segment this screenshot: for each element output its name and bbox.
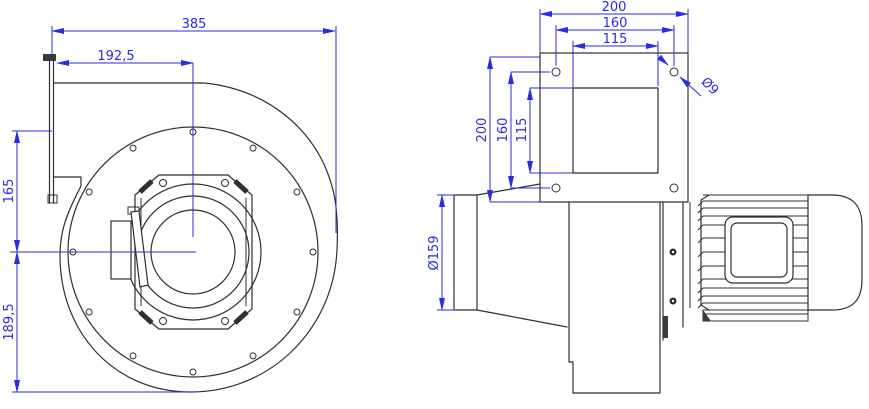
front-view-dimensions: 385 192,5 165 189,5 bbox=[2, 17, 337, 393]
scroll-housing-outline bbox=[53, 82, 338, 393]
side-view-dimensions: 200 160 115 200 160 115 Ø bbox=[427, 0, 722, 311]
outlet-opening bbox=[572, 87, 659, 174]
dim-outlet-height: 115 bbox=[515, 118, 530, 143]
dim-inlet-diameter: Ø159 bbox=[427, 235, 442, 270]
inlet-clamp-bracket bbox=[110, 220, 132, 280]
outlet-flange-foot bbox=[47, 194, 58, 204]
dim-flange-to-center: 192,5 bbox=[97, 49, 134, 64]
housing-side-outline bbox=[568, 201, 661, 394]
dim-outlet-width: 115 bbox=[603, 32, 628, 47]
inlet-flange-bolt-holes bbox=[159, 179, 229, 325]
inlet-cone-top bbox=[476, 183, 541, 196]
front-view: 385 192,5 165 189,5 bbox=[2, 17, 338, 393]
outlet-flange-plate bbox=[539, 52, 689, 203]
dim-overall-width: 385 bbox=[182, 17, 207, 32]
clamp-lever bbox=[130, 210, 149, 288]
inlet-ring-side bbox=[453, 194, 478, 311]
motor-end-cap bbox=[807, 194, 863, 311]
outlet-flange-cap bbox=[43, 54, 56, 61]
bracket-notch bbox=[663, 316, 668, 338]
motor-base-band bbox=[702, 309, 809, 322]
dim-bolt-spacing-h: 160 bbox=[496, 118, 511, 143]
dim-flange-top-to-center: 165 bbox=[2, 179, 17, 204]
motor bbox=[689, 194, 863, 322]
dim-flange-width: 200 bbox=[602, 0, 627, 15]
dim-bolt-hole-diameter: Ø9 bbox=[698, 75, 722, 99]
inlet-cone-bottom bbox=[476, 309, 568, 328]
dim-flange-height: 200 bbox=[475, 118, 490, 143]
flange-plate-holes bbox=[551, 67, 679, 193]
flange-corner-clips bbox=[138, 179, 249, 325]
side-view: 200 160 115 200 160 115 Ø bbox=[427, 0, 863, 394]
dim-bolt-spacing-w: 160 bbox=[603, 16, 628, 31]
dim-center-to-bottom: 189,5 bbox=[2, 303, 17, 340]
